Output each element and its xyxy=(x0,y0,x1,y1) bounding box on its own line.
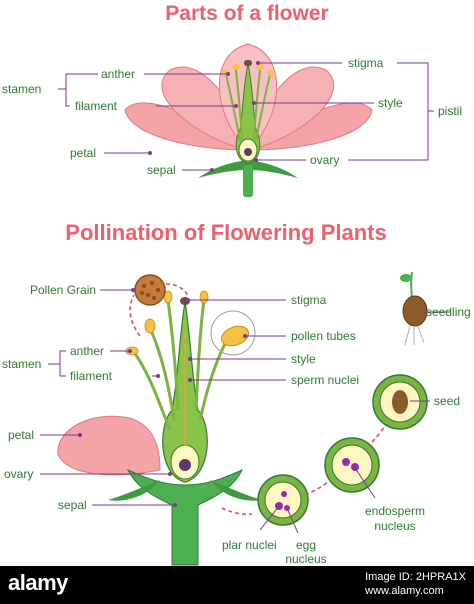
top-leader-lines xyxy=(58,61,434,172)
bottom-sepal xyxy=(108,480,262,501)
label-pollen-tubes: pollen tubes xyxy=(291,329,356,343)
alamy-logo: alamy xyxy=(8,570,68,595)
top-sepal xyxy=(198,160,298,197)
title-pollination: Pollination of Flowering Plants xyxy=(65,220,386,245)
watermark-info: Image ID: 2HPRA1X www.alamy.com xyxy=(365,570,466,598)
endosperm-circle xyxy=(324,437,380,493)
label-ovary-top: ovary xyxy=(310,153,339,167)
seed-circle xyxy=(372,374,428,430)
label-anther-top: anther xyxy=(101,67,135,81)
bottom-flower xyxy=(57,290,262,566)
label-stigma-bottom: stigma xyxy=(291,293,327,307)
watermark-banner: alamy Image ID: 2HPRA1X www.alamy.com xyxy=(0,566,474,604)
label-pollen-grain: Pollen Grain xyxy=(30,283,96,297)
label-pistil-top: pistil xyxy=(438,104,462,118)
label-petal-top: petal xyxy=(70,146,96,160)
label-filament-bottom: filament xyxy=(70,369,113,383)
website-text: www.alamy.com xyxy=(365,585,444,597)
bottom-stamens xyxy=(125,290,230,431)
label-stigma-top: stigma xyxy=(348,56,384,70)
magnified-anther xyxy=(210,310,256,356)
label-sperm-nuclei: sperm nuclei xyxy=(291,373,359,387)
label-seedling: seedling xyxy=(426,305,471,319)
fertilization-circle xyxy=(257,474,309,526)
label-endosperm-line2: nucleus xyxy=(374,519,415,533)
label-egg-line2: nucleus xyxy=(285,552,326,566)
label-stamen-bottom: stamen xyxy=(2,357,41,371)
seedling xyxy=(400,271,428,346)
title-parts-of-flower: Parts of a flower xyxy=(165,2,328,25)
top-petals xyxy=(124,43,373,151)
label-stamen-top: stamen xyxy=(2,82,41,96)
label-style-bottom: style xyxy=(291,352,316,366)
label-endosperm-line1: endosperm xyxy=(365,504,425,518)
label-filament-top: filament xyxy=(75,99,118,113)
label-anther-bottom: anther xyxy=(70,344,104,358)
label-sepal-top: sepal xyxy=(147,163,176,177)
pollen-grain xyxy=(134,274,166,306)
label-seed: seed xyxy=(434,394,460,408)
top-flower xyxy=(124,43,373,197)
top-stamens xyxy=(221,64,275,141)
label-plar-nuclei: plar nuclei xyxy=(222,538,277,552)
bottom-leader-lines xyxy=(40,288,450,534)
label-petal-bottom: petal xyxy=(8,428,34,442)
image-id-text: Image ID: 2HPRA1X xyxy=(365,571,466,583)
label-ovary-bottom: ovary xyxy=(4,467,33,481)
bottom-petal xyxy=(57,415,161,476)
label-style-top: style xyxy=(378,96,403,110)
label-sepal-bottom: sepal xyxy=(58,498,87,512)
label-egg-line1: egg xyxy=(296,538,316,552)
